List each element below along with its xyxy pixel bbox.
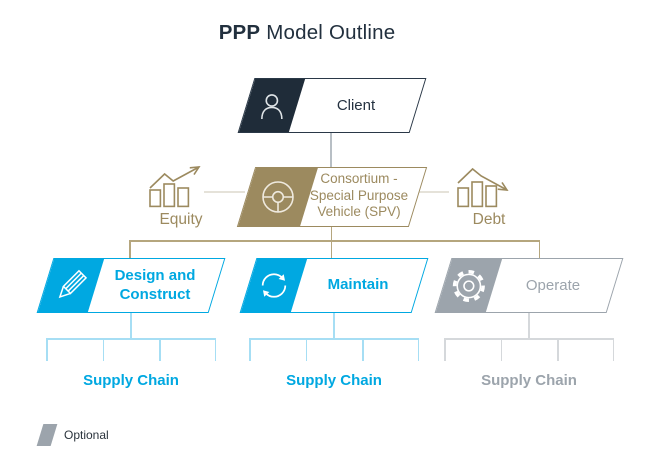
legend-optional-label: Optional bbox=[64, 428, 109, 442]
bracket-tick bbox=[159, 338, 161, 361]
spv-label: Consortium - Special Purpose Vehicle (SP… bbox=[306, 167, 412, 225]
spv-box: Consortium - Special Purpose Vehicle (SP… bbox=[236, 167, 428, 227]
connector-drop-left bbox=[129, 240, 131, 258]
spv-label-line2: Special Purpose bbox=[309, 187, 409, 203]
bracket-bar bbox=[444, 338, 614, 340]
maintain-icon-panel bbox=[240, 259, 308, 312]
maintain-box-shape bbox=[239, 258, 429, 313]
connector-spv-stem bbox=[330, 225, 332, 241]
design-construct-icon-panel bbox=[37, 259, 105, 312]
bar-chart-falling-icon bbox=[456, 165, 520, 209]
client-box-shape bbox=[237, 78, 427, 133]
operate-icon-panel bbox=[435, 259, 503, 312]
connector-client-spv bbox=[330, 133, 332, 167]
page-title: PPP Model Outline bbox=[0, 21, 614, 45]
page-title-rest: Model Outline bbox=[266, 21, 396, 44]
bracket-tick bbox=[612, 338, 614, 361]
gear-icon bbox=[450, 267, 488, 305]
operate-label: Operate bbox=[525, 277, 581, 294]
design-construct-label: Design and Construct bbox=[114, 266, 196, 303]
steering-wheel-icon bbox=[259, 178, 297, 216]
maintain-label: Maintain bbox=[327, 276, 389, 294]
design-construct-box-shape bbox=[36, 258, 226, 313]
bracket-tick bbox=[362, 338, 364, 361]
spv-label-line1: Consortium - bbox=[320, 171, 398, 187]
supply-chain-label-1: Supply Chain bbox=[83, 372, 179, 389]
bracket-tick bbox=[500, 338, 503, 361]
bracket-tick bbox=[214, 338, 216, 361]
supply-chain-label-2: Supply Chain bbox=[286, 372, 382, 389]
bracket-tick bbox=[417, 338, 419, 361]
legend-optional-swatch bbox=[36, 424, 58, 446]
design-construct-box: Design and Construct bbox=[36, 258, 226, 313]
bracket-tick bbox=[102, 338, 105, 361]
client-label: Client bbox=[336, 97, 376, 114]
spv-box-shape bbox=[236, 167, 428, 227]
circular-arrows-icon bbox=[256, 267, 293, 304]
connector-equity-spv bbox=[204, 191, 245, 193]
spv-label-line3: Vehicle (SPV) bbox=[317, 204, 401, 220]
person-icon bbox=[255, 89, 289, 123]
bracket-stem bbox=[528, 313, 530, 338]
connector-drop-middle bbox=[330, 240, 332, 258]
bracket-stem bbox=[130, 313, 132, 338]
supply-chain-label-3: Supply Chain bbox=[481, 372, 577, 389]
client-box: Client bbox=[237, 78, 427, 133]
operate-box: Operate bbox=[434, 258, 624, 313]
bracket-tick bbox=[305, 338, 308, 361]
operate-box-shape bbox=[434, 258, 624, 313]
bracket-bar bbox=[46, 338, 216, 340]
spv-icon-panel bbox=[238, 168, 318, 226]
bar-chart-rising-icon bbox=[148, 165, 212, 209]
connector-drop-right bbox=[538, 240, 540, 258]
bracket-tick bbox=[249, 338, 251, 361]
bracket-tick bbox=[557, 338, 559, 361]
equity-label: Equity bbox=[159, 211, 203, 228]
page-title-emphasis: PPP bbox=[218, 21, 261, 44]
connector-spv-debt bbox=[410, 191, 449, 193]
bracket-bar bbox=[249, 338, 419, 340]
bracket-tick bbox=[46, 338, 48, 361]
debt-label: Debt bbox=[472, 211, 506, 228]
bracket-stem bbox=[333, 313, 335, 338]
connector-branch-bar bbox=[129, 240, 540, 242]
bracket-tick bbox=[444, 338, 446, 361]
maintain-box: Maintain bbox=[239, 258, 429, 313]
client-icon-panel bbox=[238, 79, 306, 132]
pencil-icon bbox=[51, 266, 91, 306]
